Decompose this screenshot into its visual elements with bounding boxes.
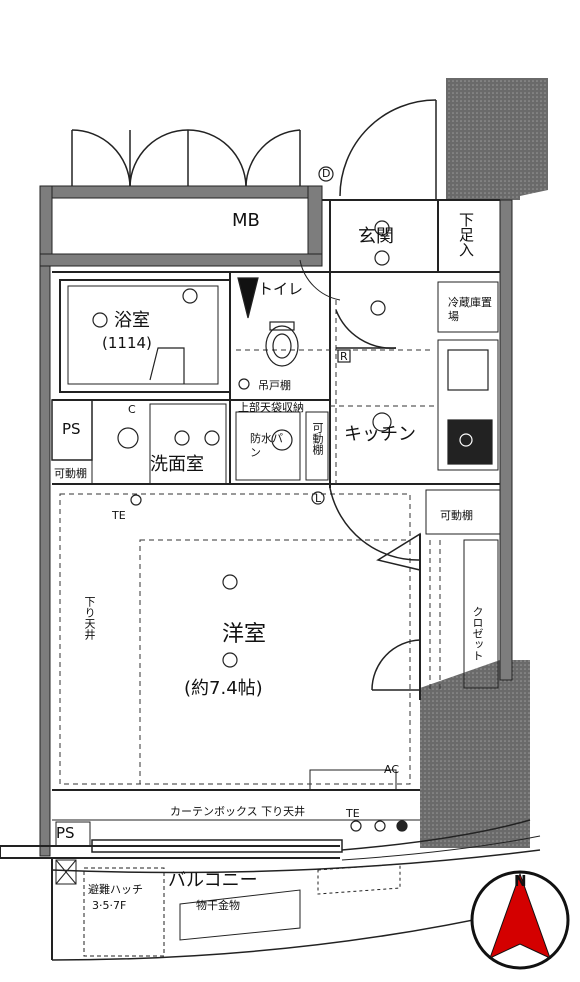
wall-outer-left bbox=[39, 265, 51, 857]
mb-label: MB bbox=[232, 210, 260, 231]
entrance-door-swing bbox=[339, 99, 437, 197]
marker-d: D bbox=[322, 167, 331, 180]
compass-north-label: N bbox=[514, 872, 527, 890]
bath-label: 浴室 bbox=[114, 310, 150, 331]
curtain-box-label: カーテンボックス 下り天井 bbox=[170, 805, 306, 818]
evac-hatch-label: 避難ハッチ bbox=[88, 883, 143, 896]
kitchen-label: キッチン bbox=[344, 424, 416, 445]
movable-shelf-vertical-label: 可動棚 bbox=[311, 422, 324, 455]
bath-size-label: (1114) bbox=[102, 334, 152, 352]
western-room-label: 洋室 bbox=[222, 622, 267, 647]
lowered-ceiling-left-label: 下り天井 bbox=[83, 596, 96, 640]
shoe-storage-label: 下足入 bbox=[457, 212, 475, 257]
marker-r: R bbox=[340, 350, 348, 363]
compass-icon bbox=[470, 870, 570, 970]
entrance-label: 玄関 bbox=[358, 226, 394, 247]
structural-column-right bbox=[420, 660, 530, 848]
marker-l: L bbox=[315, 492, 322, 505]
fridge-space-label: 冷蔵庫置場 bbox=[448, 296, 492, 323]
drying-rack-label: 物干金物 bbox=[196, 899, 240, 912]
ps-left-label: PS bbox=[62, 420, 81, 438]
movable-shelf-small-label: 可動棚 bbox=[54, 467, 87, 480]
upper-ceiling-storage-label: 上部天袋収納 bbox=[238, 401, 304, 414]
structural-column-top-right bbox=[446, 78, 548, 200]
movable-shelf-right-label: 可動棚 bbox=[440, 509, 473, 522]
toilet-label: トイレ bbox=[258, 280, 304, 298]
hanging-shelf-label: 吊戸棚 bbox=[258, 379, 291, 392]
western-room-size-label: (約7.4帖) bbox=[184, 678, 263, 699]
wall-outer-right bbox=[499, 199, 513, 681]
wall-top-left bbox=[39, 185, 323, 199]
ps-bottom-label: PS bbox=[56, 824, 75, 842]
washroom-label: 洗面室 bbox=[150, 454, 204, 475]
marker-te-1: TE bbox=[112, 509, 126, 522]
marker-ac: AC bbox=[384, 763, 400, 776]
evac-hatch-floors-label: 3·5·7F bbox=[92, 899, 127, 912]
kitchen-stove bbox=[447, 419, 493, 465]
closet-label: クロゼット bbox=[471, 606, 484, 661]
waterproof-pan-label: 防水パン bbox=[250, 432, 283, 459]
balcony-label: バルコニー bbox=[168, 870, 258, 891]
marker-c: C bbox=[128, 403, 136, 416]
marker-te-2: TE bbox=[346, 807, 360, 820]
door-swing-mb-1 bbox=[71, 129, 131, 187]
